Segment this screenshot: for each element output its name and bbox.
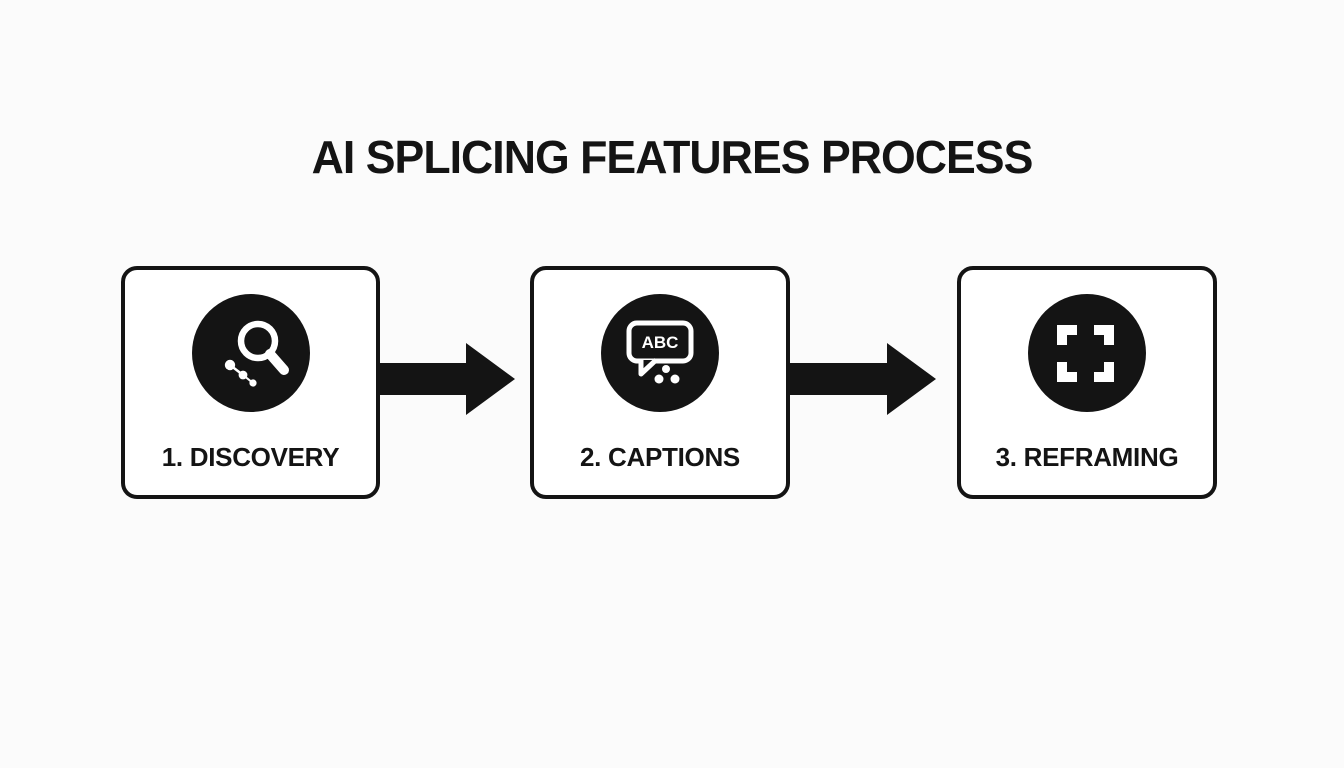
magnifier-discovery-icon	[191, 294, 310, 412]
arrow-right-icon	[378, 343, 515, 415]
arrow-right-icon	[790, 343, 936, 415]
diagram-title: AI SPLICING FEATURES PROCESS	[311, 131, 1034, 183]
step-box-discovery: 1. DISCOVERY	[121, 266, 380, 499]
step-box-captions: ABC 2. CAPTIONS	[530, 266, 790, 499]
step-label-discovery: 1. DISCOVERY	[161, 442, 340, 472]
speech-bubble-abc-icon: ABC	[601, 294, 719, 412]
bubble-abc-label: ABC	[642, 333, 679, 352]
step-box-reframing: 3. REFRAMING	[957, 266, 1217, 499]
frame-corners-icon	[1028, 294, 1146, 412]
step-label-reframing: 3. REFRAMING	[995, 442, 1179, 472]
step-label-captions: 2. CAPTIONS	[580, 442, 740, 472]
